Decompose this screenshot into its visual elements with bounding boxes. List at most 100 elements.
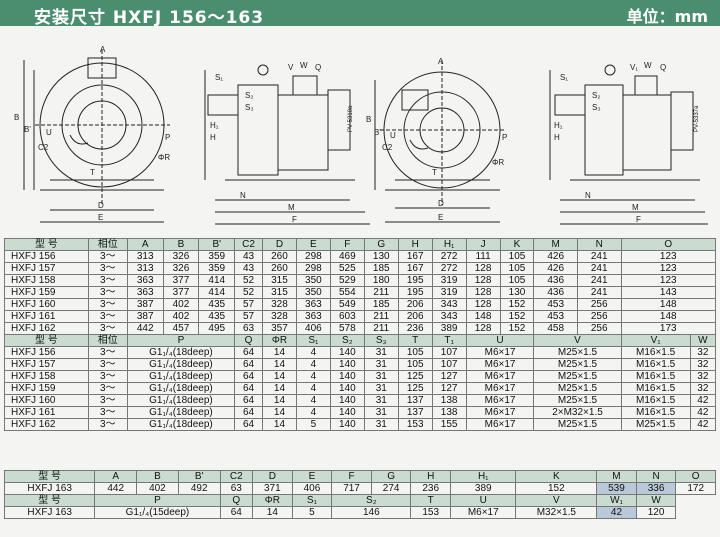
header-cell: H [397, 238, 433, 251]
value-cell: 406 [291, 482, 333, 495]
value-cell: 387 [126, 298, 164, 311]
value-cell: G1₁/₄(18deep) [126, 394, 236, 407]
value-cell: M25×1.5 [533, 370, 622, 383]
value-cell: 363 [295, 298, 331, 311]
value-cell: 143 [620, 286, 716, 299]
value-cell: 206 [397, 298, 433, 311]
value-cell: 206 [397, 310, 433, 323]
dim-label: T [432, 168, 437, 177]
value-cell: 137 [397, 406, 433, 419]
value-cell: 105 [397, 346, 433, 359]
model-cell: HXFJ 158 [4, 274, 89, 287]
header-cell: Q [234, 334, 263, 347]
header-cell: K [515, 470, 598, 483]
header-cell: M [533, 238, 578, 251]
value-cell: 120 [635, 506, 677, 519]
value-cell: 402 [162, 298, 200, 311]
header-cell: V [515, 494, 598, 507]
dim-label: B [366, 115, 371, 124]
model-cell: HXFJ 160 [4, 298, 89, 311]
value-cell: 111 [465, 250, 501, 263]
header-cell: K [499, 238, 535, 251]
value-cell: 363 [126, 286, 164, 299]
value-cell: 3～ [87, 358, 128, 371]
value-cell: 130 [499, 286, 535, 299]
dim-label: D [98, 201, 104, 210]
value-cell: 153 [397, 418, 433, 431]
header-cell: W [635, 494, 677, 507]
value-cell: 105 [499, 250, 535, 263]
value-cell: 140 [329, 382, 365, 395]
dim-label: V₁ [630, 63, 638, 72]
value-cell: 3～ [87, 322, 128, 335]
value-cell: 127 [431, 382, 467, 395]
header-cell: H₁ [450, 470, 517, 483]
model-cell: HXFJ 161 [4, 406, 89, 419]
header-cell: W₁ [596, 494, 637, 507]
value-cell: M25×1.5 [533, 394, 622, 407]
value-cell: 127 [431, 370, 467, 383]
value-cell: 328 [261, 298, 297, 311]
value-cell: 52 [234, 286, 263, 299]
dim-label: N [585, 191, 591, 200]
value-cell: 603 [329, 310, 365, 323]
value-cell: M6×17 [465, 346, 535, 359]
value-cell: 140 [329, 394, 365, 407]
value-cell: 315 [261, 274, 297, 287]
value-cell: 3～ [87, 262, 128, 275]
value-cell: 43 [234, 250, 263, 263]
header-cell: O [675, 470, 716, 483]
value-cell: 436 [533, 274, 578, 287]
dim-label: ΦR [492, 158, 504, 167]
value-cell: 14 [261, 406, 297, 419]
technical-drawings: A B B' C2 U T ΦR D E P S₁ V [14, 45, 708, 225]
dim-label: H₁ [210, 121, 219, 130]
value-cell: 14 [261, 346, 297, 359]
header-cell: T₁ [431, 334, 467, 347]
model-cell: HXFJ 160 [4, 394, 89, 407]
dim-label: F [292, 215, 297, 224]
value-cell: 42 [689, 394, 717, 407]
value-cell: 32 [689, 358, 717, 371]
value-cell: 180 [363, 274, 399, 287]
value-cell: 148 [620, 310, 716, 323]
value-cell: G1₁/₄(15deep) [94, 506, 221, 519]
dim-label: S₂ [245, 91, 253, 100]
value-cell: 241 [576, 274, 622, 287]
value-cell: 256 [576, 322, 622, 335]
value-cell: 42 [689, 406, 717, 419]
value-cell: 319 [431, 274, 467, 287]
value-cell: 414 [198, 286, 236, 299]
value-cell: M6×17 [465, 418, 535, 431]
value-cell: 260 [261, 250, 297, 263]
value-cell: 5 [295, 418, 331, 431]
value-cell: 4 [295, 346, 331, 359]
value-cell: 357 [261, 322, 297, 335]
value-cell: 272 [431, 250, 467, 263]
value-cell: G1₁/₄(18deep) [126, 382, 236, 395]
dim-label: N [240, 191, 246, 200]
value-cell: 3～ [87, 298, 128, 311]
value-cell: 402 [162, 310, 200, 323]
value-cell: 578 [329, 322, 365, 335]
value-cell: 495 [198, 322, 236, 335]
value-cell: G1₁/₄(18deep) [126, 406, 236, 419]
dim-label: U [46, 128, 52, 137]
dim-label: H₁ [554, 121, 563, 130]
value-cell: 155 [431, 418, 467, 431]
value-cell: 195 [397, 286, 433, 299]
dim-label: S₁ [560, 73, 568, 82]
dim-label: Q [660, 63, 666, 72]
header-cell: V₁ [620, 334, 691, 347]
value-cell: M6×17 [465, 406, 535, 419]
value-cell: 211 [363, 286, 399, 299]
header-cell: E [291, 470, 333, 483]
value-cell: 328 [261, 310, 297, 323]
value-cell: 31 [363, 370, 399, 383]
table-header-row: 型 号 相位 A B B' C2 D E F G H H₁ J K M N O [4, 238, 716, 251]
page-title: 安装尺寸 HXFJ 156～163 [34, 8, 265, 28]
value-cell: 272 [431, 262, 467, 275]
dim-label: E [438, 213, 443, 222]
